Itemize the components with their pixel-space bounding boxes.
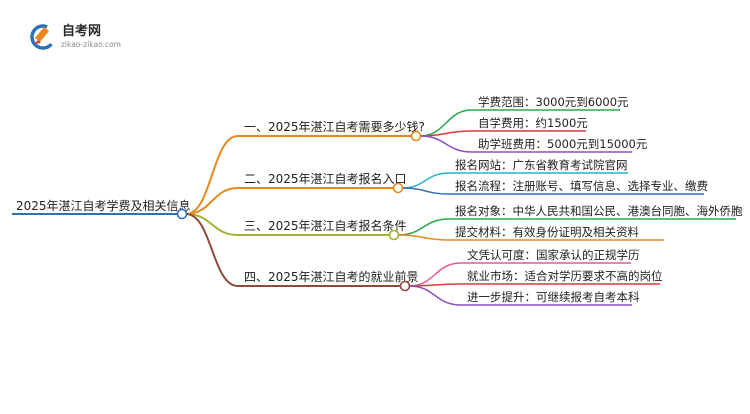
- leaf-label: 就业市场：适合对学历要求不高的岗位: [467, 269, 663, 283]
- root-node-handle[interactable]: [176, 208, 188, 220]
- branch-label: 四、2025年湛江自考的就业前景: [244, 269, 419, 284]
- leaf-label: 学费范围：3000元到6000元: [478, 95, 629, 109]
- leaf-connector: [401, 172, 450, 189]
- leaf-label: 报名对象：中华人民共和国公民、港澳台同胞、海外侨胞: [455, 204, 743, 218]
- logo-name: 自考网: [62, 23, 101, 39]
- branch-label: 三、2025年湛江自考报名条件: [244, 218, 407, 233]
- site-logo[interactable]: 自考网 zikao-zikao.com: [28, 22, 121, 53]
- branch-label: 一、2025年湛江自考需要多少钱?: [244, 119, 425, 134]
- leaf-connector: [397, 234, 450, 241]
- leaf-connector: [401, 187, 450, 195]
- branch-node-handle[interactable]: [388, 229, 400, 241]
- mindmap-nodes: 2025年湛江自考学费及相关信息 一、2025年湛江自考需要多少钱? 学费范围：30…: [16, 95, 743, 304]
- connector-lines: [12, 109, 736, 306]
- branch-connector: [185, 187, 239, 215]
- leaf-connector: [408, 285, 462, 306]
- leaf-connector: [419, 130, 473, 137]
- leaf-label: 进一步提升：可继续报考自考本科: [467, 290, 640, 304]
- root-label: 2025年湛江自考学费及相关信息: [16, 198, 191, 213]
- leaf-label: 报名流程：注册账号、填写信息、选择专业、缴费: [455, 179, 708, 193]
- leaf-label: 自学费用：约1500元: [478, 116, 588, 130]
- branch-connector: [185, 213, 239, 287]
- branch-connector: [185, 135, 239, 215]
- leaf-connector: [419, 109, 473, 137]
- logo-mark-icon: [30, 24, 56, 50]
- leaf-label: 文凭认可度：国家承认的正规学历: [467, 248, 640, 262]
- leaf-label: 报名网站：广东省教育考试院官网: [455, 158, 628, 172]
- leaf-connector: [419, 135, 473, 153]
- branch-label: 二、2025年湛江自考报名入口: [244, 171, 407, 186]
- branch-node-handle[interactable]: [392, 182, 404, 194]
- branch-node-handle[interactable]: [399, 280, 411, 292]
- leaf-label: 助学班费用：5000元到15000元: [478, 137, 648, 151]
- logo-url: zikao-zikao.com: [61, 40, 121, 49]
- branch-node-handle[interactable]: [410, 130, 422, 142]
- leaf-label: 提交材料：有效身份证明及相关资料: [455, 225, 639, 239]
